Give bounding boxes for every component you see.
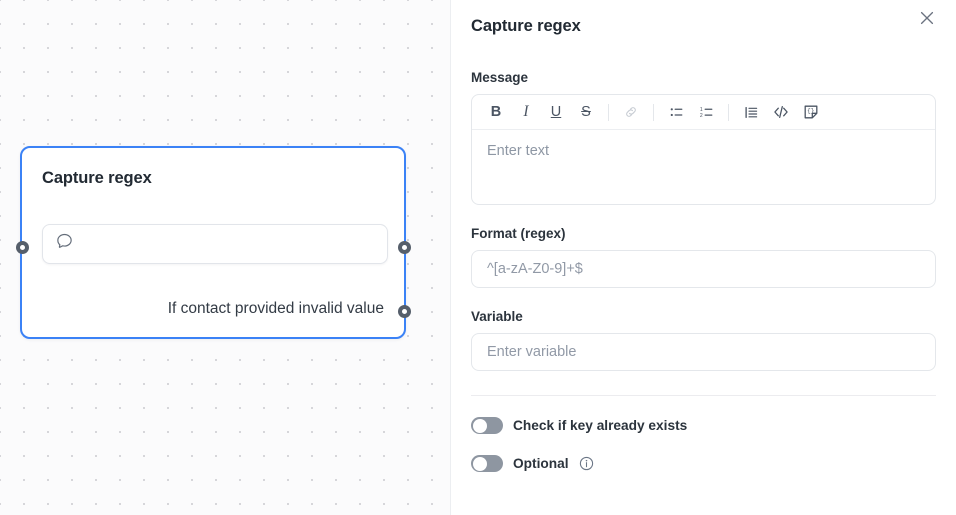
bullet-list-icon[interactable] xyxy=(661,98,691,126)
panel-title: Capture regex xyxy=(471,17,581,35)
flow-canvas[interactable]: Capture regex If contact provided invali… xyxy=(0,0,450,515)
node-input-port-left[interactable] xyxy=(15,240,29,254)
rich-text-editor[interactable]: B I U S xyxy=(471,94,936,205)
message-editor-placeholder[interactable]: Enter text xyxy=(487,143,550,159)
strikethrough-glyph: S xyxy=(581,103,591,120)
blockquote-icon[interactable] xyxy=(736,98,766,126)
variable-sticker-icon[interactable]: {} xyxy=(796,98,826,126)
info-icon[interactable] xyxy=(579,456,594,471)
editor-toolbar: B I U S xyxy=(472,95,935,130)
node-branch-label: If contact provided invalid value xyxy=(167,300,384,317)
toggle-knob xyxy=(472,418,487,433)
italic-icon[interactable]: I xyxy=(511,98,541,126)
panel-header: Capture regex xyxy=(471,0,936,36)
speech-bubble-icon xyxy=(55,232,74,256)
variable-group: Variable xyxy=(471,309,936,371)
properties-panel: Capture regex Message B I xyxy=(450,0,956,515)
variable-label: Variable xyxy=(471,309,523,324)
optional-toggle[interactable] xyxy=(471,455,503,472)
check-key-exists-toggle[interactable] xyxy=(471,417,503,434)
toolbar-separator xyxy=(608,103,609,121)
toolbar-separator xyxy=(728,103,729,121)
toggle-knob xyxy=(472,456,487,471)
italic-glyph: I xyxy=(523,103,529,121)
node-output-port-right[interactable] xyxy=(397,240,411,254)
strikethrough-icon[interactable]: S xyxy=(571,98,601,126)
toggle-row-check-key-exists: Check if key already exists xyxy=(471,417,936,434)
message-group: Message B I U S xyxy=(471,70,936,205)
bold-glyph: B xyxy=(490,103,502,120)
message-label: Message xyxy=(471,70,529,85)
check-key-exists-label: Check if key already exists xyxy=(513,418,688,433)
variable-input[interactable] xyxy=(471,333,936,371)
bold-icon[interactable]: B xyxy=(481,98,511,126)
format-regex-input[interactable] xyxy=(471,250,936,288)
node-capture-regex[interactable]: Capture regex If contact provided invali… xyxy=(15,146,411,339)
toggle-row-optional: Optional xyxy=(471,455,936,472)
node-title: Capture regex xyxy=(42,169,152,187)
code-icon[interactable] xyxy=(766,98,796,126)
format-group: Format (regex) xyxy=(471,226,936,288)
toolbar-separator xyxy=(653,103,654,121)
node-output-port-branch[interactable] xyxy=(397,304,411,318)
underline-icon[interactable]: U xyxy=(541,98,571,126)
link-icon xyxy=(616,98,646,126)
underline-glyph: U xyxy=(550,103,562,120)
svg-text:{}: {} xyxy=(807,107,814,114)
svg-text:1: 1 xyxy=(699,106,702,112)
optional-label: Optional xyxy=(513,456,569,471)
svg-text:2: 2 xyxy=(699,112,702,118)
numbered-list-icon[interactable]: 1 2 xyxy=(691,98,721,126)
format-label: Format (regex) xyxy=(471,226,566,241)
section-divider xyxy=(471,395,936,396)
node-message-input[interactable] xyxy=(42,224,388,264)
close-icon[interactable] xyxy=(918,9,936,27)
